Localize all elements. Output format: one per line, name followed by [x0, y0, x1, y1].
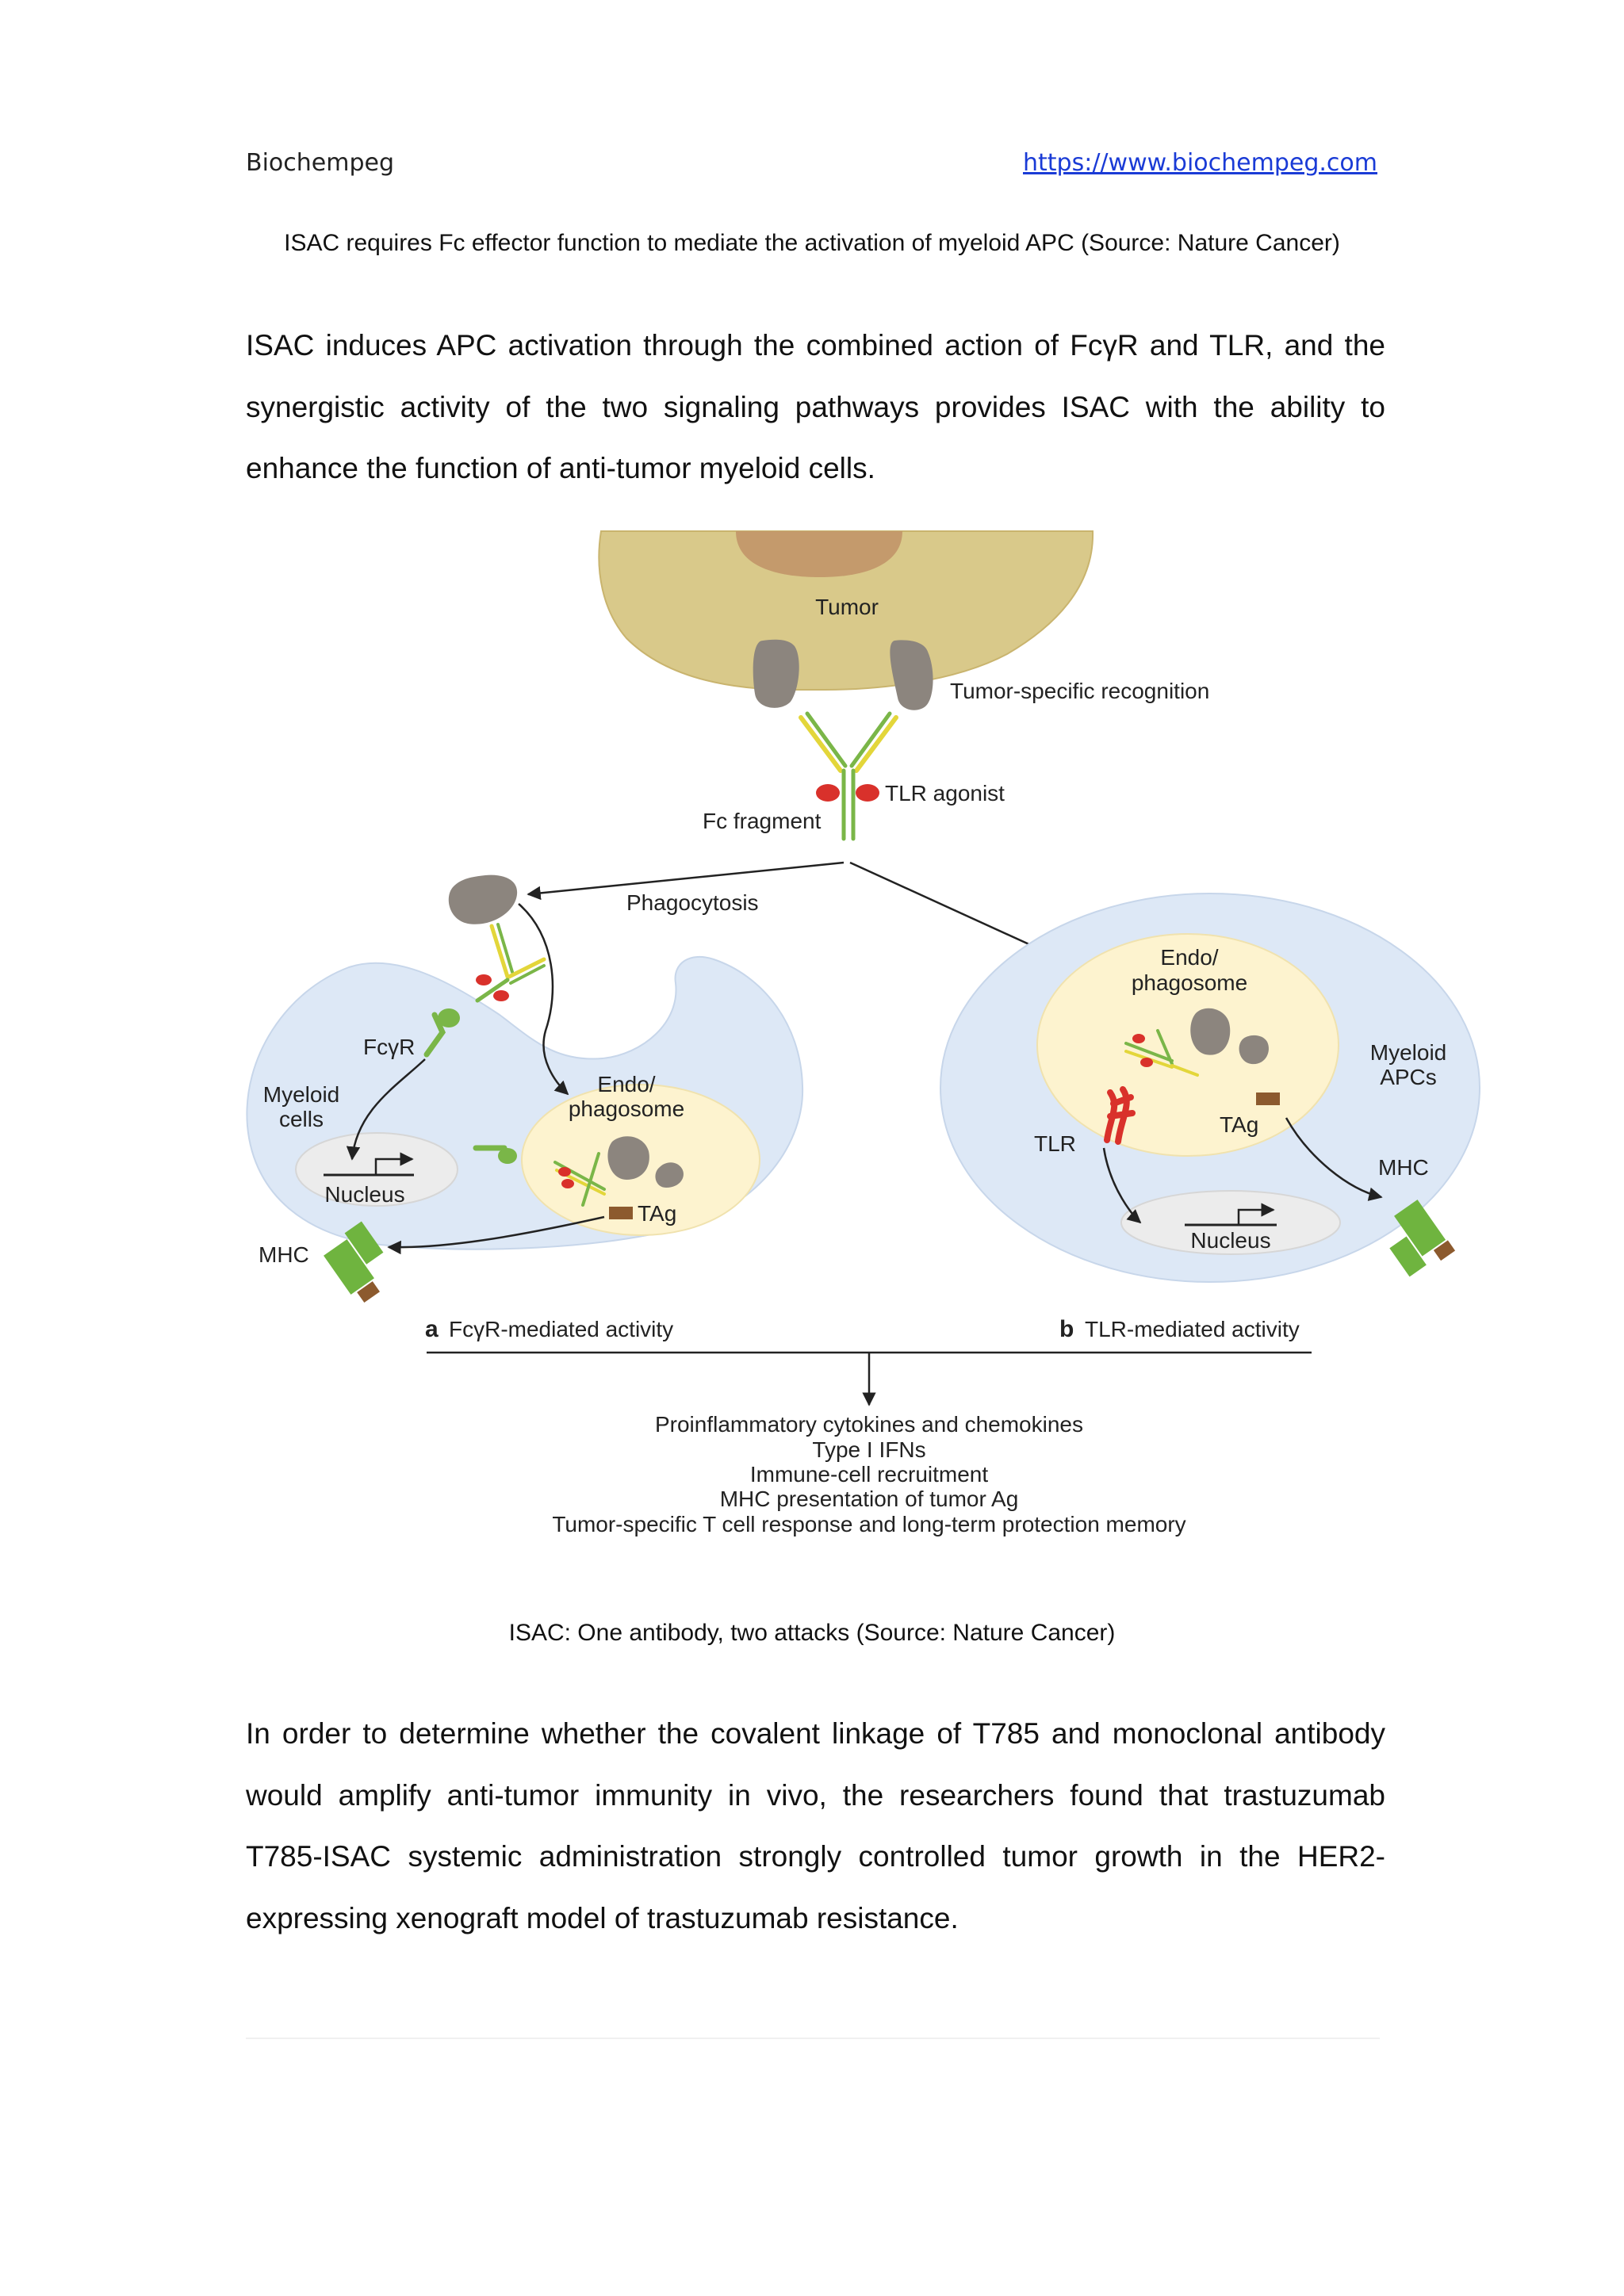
left-myeloid-label-2: cells [279, 1107, 324, 1131]
right-phagosome-antigen-1 [1190, 1008, 1231, 1055]
right-phagosome-antibody [1124, 1029, 1199, 1077]
right-myeloid-label-1: Myeloid [1370, 1040, 1446, 1065]
fc-fragment-label: Fc fragment [703, 809, 822, 833]
right-phagosome-antigen-2 [1239, 1035, 1269, 1065]
tlr-agonist-left [816, 784, 840, 802]
phagocytosis-curve-arrow [518, 903, 569, 1096]
fcgr-signal-arrow [346, 1058, 426, 1161]
left-tag-label: TAg [638, 1201, 676, 1226]
right-tag-marker [1256, 1093, 1280, 1105]
isac-antibody [799, 711, 898, 841]
outcome-2: Type I IFNs [812, 1437, 925, 1462]
panel-b-letter: b [1059, 1316, 1074, 1342]
right-mhc-molecule [1389, 1200, 1456, 1277]
left-phagosome-antibody [553, 1152, 606, 1207]
right-mhc-label: MHC [1378, 1155, 1429, 1180]
tumor-cell [598, 530, 1094, 691]
left-mhc-molecule [324, 1221, 384, 1303]
paragraph-1: ISAC induces APC activation through the … [246, 329, 1385, 484]
phagocytosis-label: Phagocytosis [626, 890, 759, 915]
footer-divider [246, 2038, 1380, 2039]
fcgr-bound-antibody [475, 923, 546, 1003]
tlr-agonist-right [856, 784, 879, 802]
left-transcription-arrow [374, 1152, 414, 1175]
panel-a-label: FcγR-mediated activity [449, 1317, 673, 1341]
outcome-3: Immune-cell recruitment [750, 1462, 989, 1487]
tumor-nucleus [736, 531, 902, 577]
tumor-antigen-right [890, 640, 933, 710]
right-mhc-arrow [1285, 1117, 1383, 1201]
figure-caption-top: ISAC requires Fc effector function to me… [284, 230, 1340, 256]
outcome-1: Proinflammatory cytokines and chemokines [655, 1412, 1083, 1437]
tlr-agonist-label: TLR agonist [885, 781, 1005, 806]
right-tag-label: TAg [1220, 1112, 1258, 1137]
left-endo-label-2: phagosome [569, 1096, 684, 1121]
figure-caption-bottom: ISAC: One antibody, two attacks (Source:… [508, 1620, 1116, 1646]
right-nucleus [1120, 1190, 1341, 1255]
right-endo-label-1: Endo/ [1160, 945, 1218, 970]
left-mhc-label: MHC [259, 1242, 309, 1267]
left-myeloid-label-1: Myeloid [263, 1082, 339, 1107]
left-endo-label-1: Endo/ [597, 1072, 655, 1096]
phagocytosed-antigen [448, 874, 518, 924]
right-nucleus-label: Nucleus [1190, 1228, 1270, 1253]
fcgr-receptor [423, 1008, 460, 1058]
panel-a-letter: a [425, 1316, 439, 1342]
tumor-recognition-label: Tumor-specific recognition [950, 679, 1209, 703]
panel-b-label: TLR-mediated activity [1085, 1317, 1300, 1341]
left-mhc-arrow [387, 1215, 605, 1255]
outcome-4: MHC presentation of tumor Ag [720, 1487, 1019, 1511]
tlr-label: TLR [1034, 1131, 1076, 1156]
left-nucleus-label: Nucleus [324, 1182, 404, 1207]
right-endo-label-2: phagosome [1132, 970, 1247, 995]
left-phagosome-antigen-2 [655, 1162, 684, 1188]
site-url-link[interactable]: https://www.biochempeg.com [1023, 149, 1377, 177]
site-name: Biochempeg [246, 149, 395, 177]
tumor-antigen-left [753, 639, 799, 708]
phagocytosis-arrow [527, 861, 845, 901]
right-transcription-arrow [1237, 1203, 1275, 1225]
left-membrane-receptor [473, 1145, 517, 1164]
left-phagosome-antigen-1 [607, 1136, 649, 1180]
paragraph-2: In order to determine whether the covale… [246, 1717, 1385, 1934]
right-myeloid-label-2: APCs [1380, 1065, 1437, 1089]
tlr-signal-arrow [1102, 1147, 1142, 1224]
tlr-receptor [1104, 1086, 1136, 1145]
fcgr-label: FcγR [363, 1035, 415, 1059]
tumor-label: Tumor [815, 595, 879, 619]
outcome-5: Tumor-specific T cell response and long-… [552, 1512, 1185, 1536]
left-tag-marker [609, 1207, 633, 1219]
